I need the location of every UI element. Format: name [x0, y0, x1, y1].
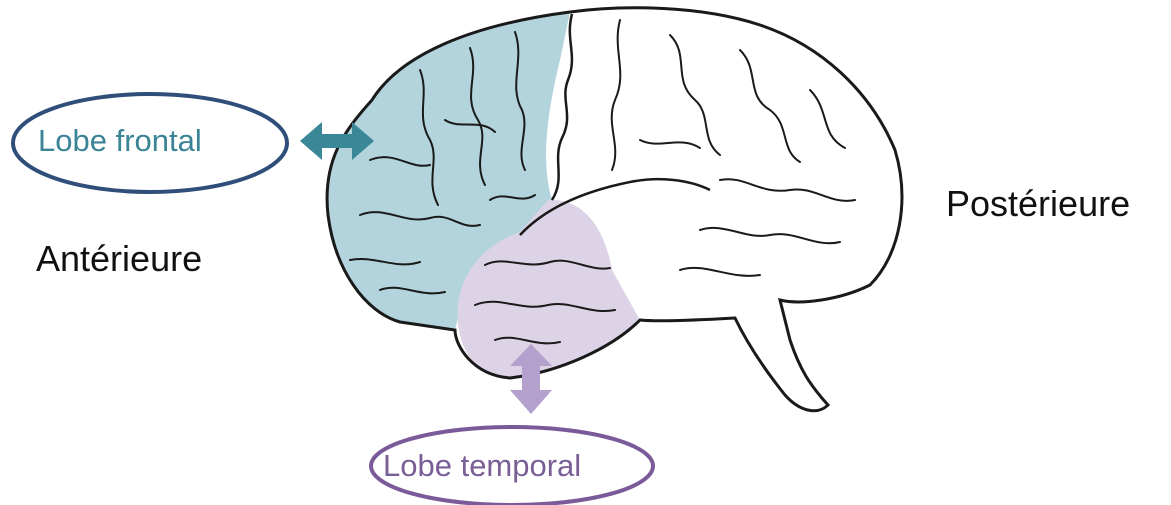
- frontal-lobe-label: Lobe frontal: [38, 125, 202, 156]
- anterior-label: Antérieure: [36, 241, 202, 277]
- posterior-gyri: [612, 20, 855, 276]
- posterior-label: Postérieure: [946, 186, 1130, 222]
- temporal-lobe-label: Lobe temporal: [383, 450, 581, 481]
